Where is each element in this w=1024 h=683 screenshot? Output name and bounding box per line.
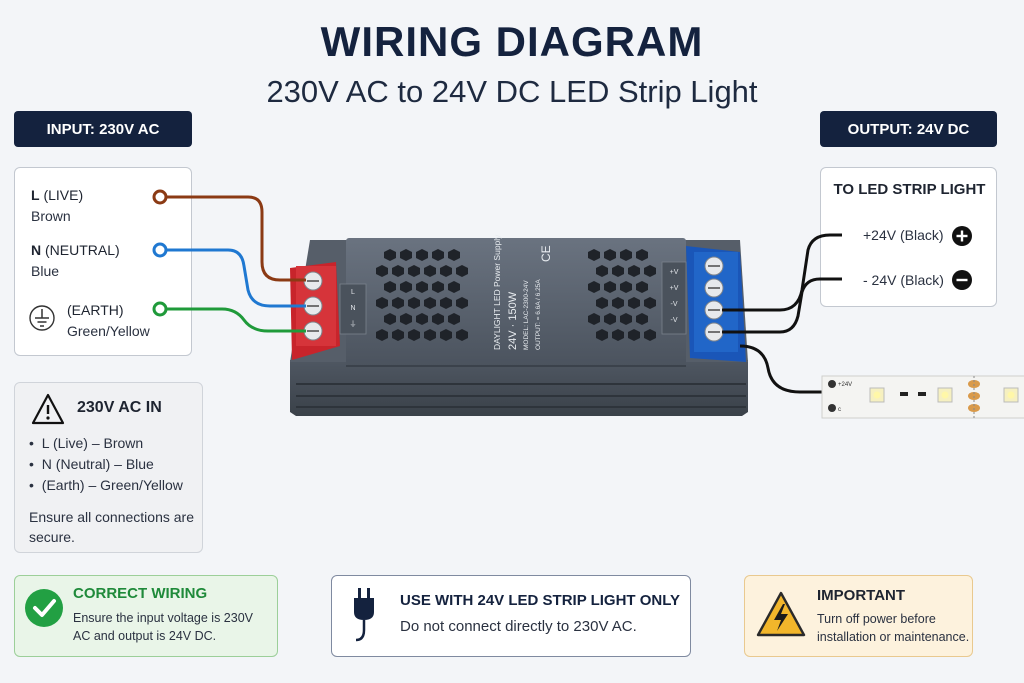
negative-output-wire [722, 277, 842, 334]
use-heading: USE WITH 24V LED STRIP LIGHT ONLY [400, 592, 681, 609]
earth-label: (EARTH) [67, 302, 124, 318]
use-text: Do not connect directly to 230V AC. [400, 618, 637, 635]
neutral-label: N (NEUTRAL) [31, 242, 120, 258]
psu-label: DAYLIGHT LED Power Supply 24V · 150W MOD… [492, 234, 553, 350]
input-tag: INPUT: 230V AC [14, 111, 192, 147]
correct-heading: CORRECT WIRING [73, 585, 208, 602]
list-item: • (Earth) – Green/Yellow [29, 477, 183, 493]
svg-text:N: N [350, 305, 355, 312]
terminal-screw-out-1 [704, 256, 724, 276]
output-tag: OUTPUT: 24V DC [820, 111, 997, 147]
minus-icon [952, 270, 972, 290]
input-terminal-block [290, 262, 340, 360]
svg-text:+V: +V [670, 269, 679, 276]
terminal-screw-out-4 [704, 322, 724, 342]
earth-color-label: Green/Yellow [67, 323, 150, 339]
psu-vent-left [376, 249, 468, 341]
svg-text:L: L [351, 289, 355, 296]
plug-icon [354, 588, 374, 642]
svg-text:-V: -V [671, 317, 678, 324]
live-wire-end [152, 189, 168, 205]
psu-output-legend: +V +V -V -V [661, 261, 687, 335]
psu-rating: 24V · 150W [507, 291, 519, 350]
terminal-screw-earth [303, 321, 323, 341]
svg-text:⏚: ⏚ [350, 320, 357, 328]
psu-output-spec: OUTPUT: = 6.6A / 6.25A [535, 279, 542, 350]
terminal-screw-n [303, 296, 323, 316]
important-heading: IMPORTANT [817, 587, 906, 604]
svg-text:-V: -V [671, 301, 678, 308]
high-voltage-icon [756, 591, 806, 637]
output-legend: TO LED STRIP LIGHT +24V (Black) - 24V (B… [820, 167, 997, 307]
live-label: L (LIVE) [31, 187, 84, 203]
strip-label-negative: c [838, 407, 841, 413]
neutral-wire-end [152, 242, 168, 258]
page-subtitle: 230V AC to 24V DC LED Strip Light [266, 74, 758, 109]
strip-pad-negative [828, 404, 836, 412]
ac-info-heading: 230V AC IN [77, 399, 162, 416]
neutral-color-label: Blue [31, 263, 60, 279]
strip-pad-positive [828, 380, 836, 388]
important-box: IMPORTANT Turn off power before installa… [744, 575, 973, 657]
ac-info-note: Ensure all connections are secure. [29, 509, 194, 545]
earth-wire [166, 307, 306, 333]
strip-label-positive: +24V [838, 382, 852, 388]
neutral-wire [166, 248, 306, 308]
list-item: • L (Live) – Brown [29, 435, 144, 451]
list-item: • N (Neutral) – Blue [29, 456, 154, 472]
psu-model: MODEL: LAC-2300-24V [523, 280, 530, 350]
psu-input-legend: L N ⏚ [339, 283, 367, 335]
check-icon [25, 589, 63, 627]
ce-mark: CE [539, 245, 553, 262]
psu-brand: DAYLIGHT LED Power Supply [492, 234, 502, 350]
correct-wiring-box: CORRECT WIRING Ensure the input voltage … [14, 575, 278, 657]
live-color-label: Brown [31, 208, 71, 224]
live-wire [166, 195, 306, 282]
terminal-screw-out-2 [704, 278, 724, 298]
warning-icon [31, 393, 65, 425]
positive-output-label: +24V (Black) [863, 227, 944, 243]
positive-output-wire [722, 233, 842, 312]
ac-info-box: 230V AC IN • L (Live) – Brown • N (Neutr… [14, 382, 203, 553]
output-heading: TO LED STRIP LIGHT [833, 181, 986, 198]
correct-text: Ensure the input voltage is 230V AC and … [73, 611, 253, 643]
plus-icon [952, 226, 972, 246]
strip-feed-wire [739, 344, 826, 394]
terminal-screw-l [303, 271, 323, 291]
terminal-screw-out-3 [704, 300, 724, 320]
negative-output-label: - 24V (Black) [863, 272, 944, 288]
earth-icon [29, 305, 55, 331]
svg-text:+V: +V [670, 285, 679, 292]
important-text: Turn off power before installation or ma… [817, 612, 970, 644]
page-title: WIRING DIAGRAM [320, 18, 704, 65]
ac-info-list: • L (Live) – Brown • N (Neutral) – Blue … [29, 435, 183, 493]
earth-wire-end [152, 301, 168, 317]
output-terminal-block [686, 246, 746, 362]
use-24v-only-box: USE WITH 24V LED STRIP LIGHT ONLY Do not… [331, 575, 691, 657]
psu-vent-right [588, 249, 656, 341]
led-strip: +24V c [821, 375, 1024, 419]
